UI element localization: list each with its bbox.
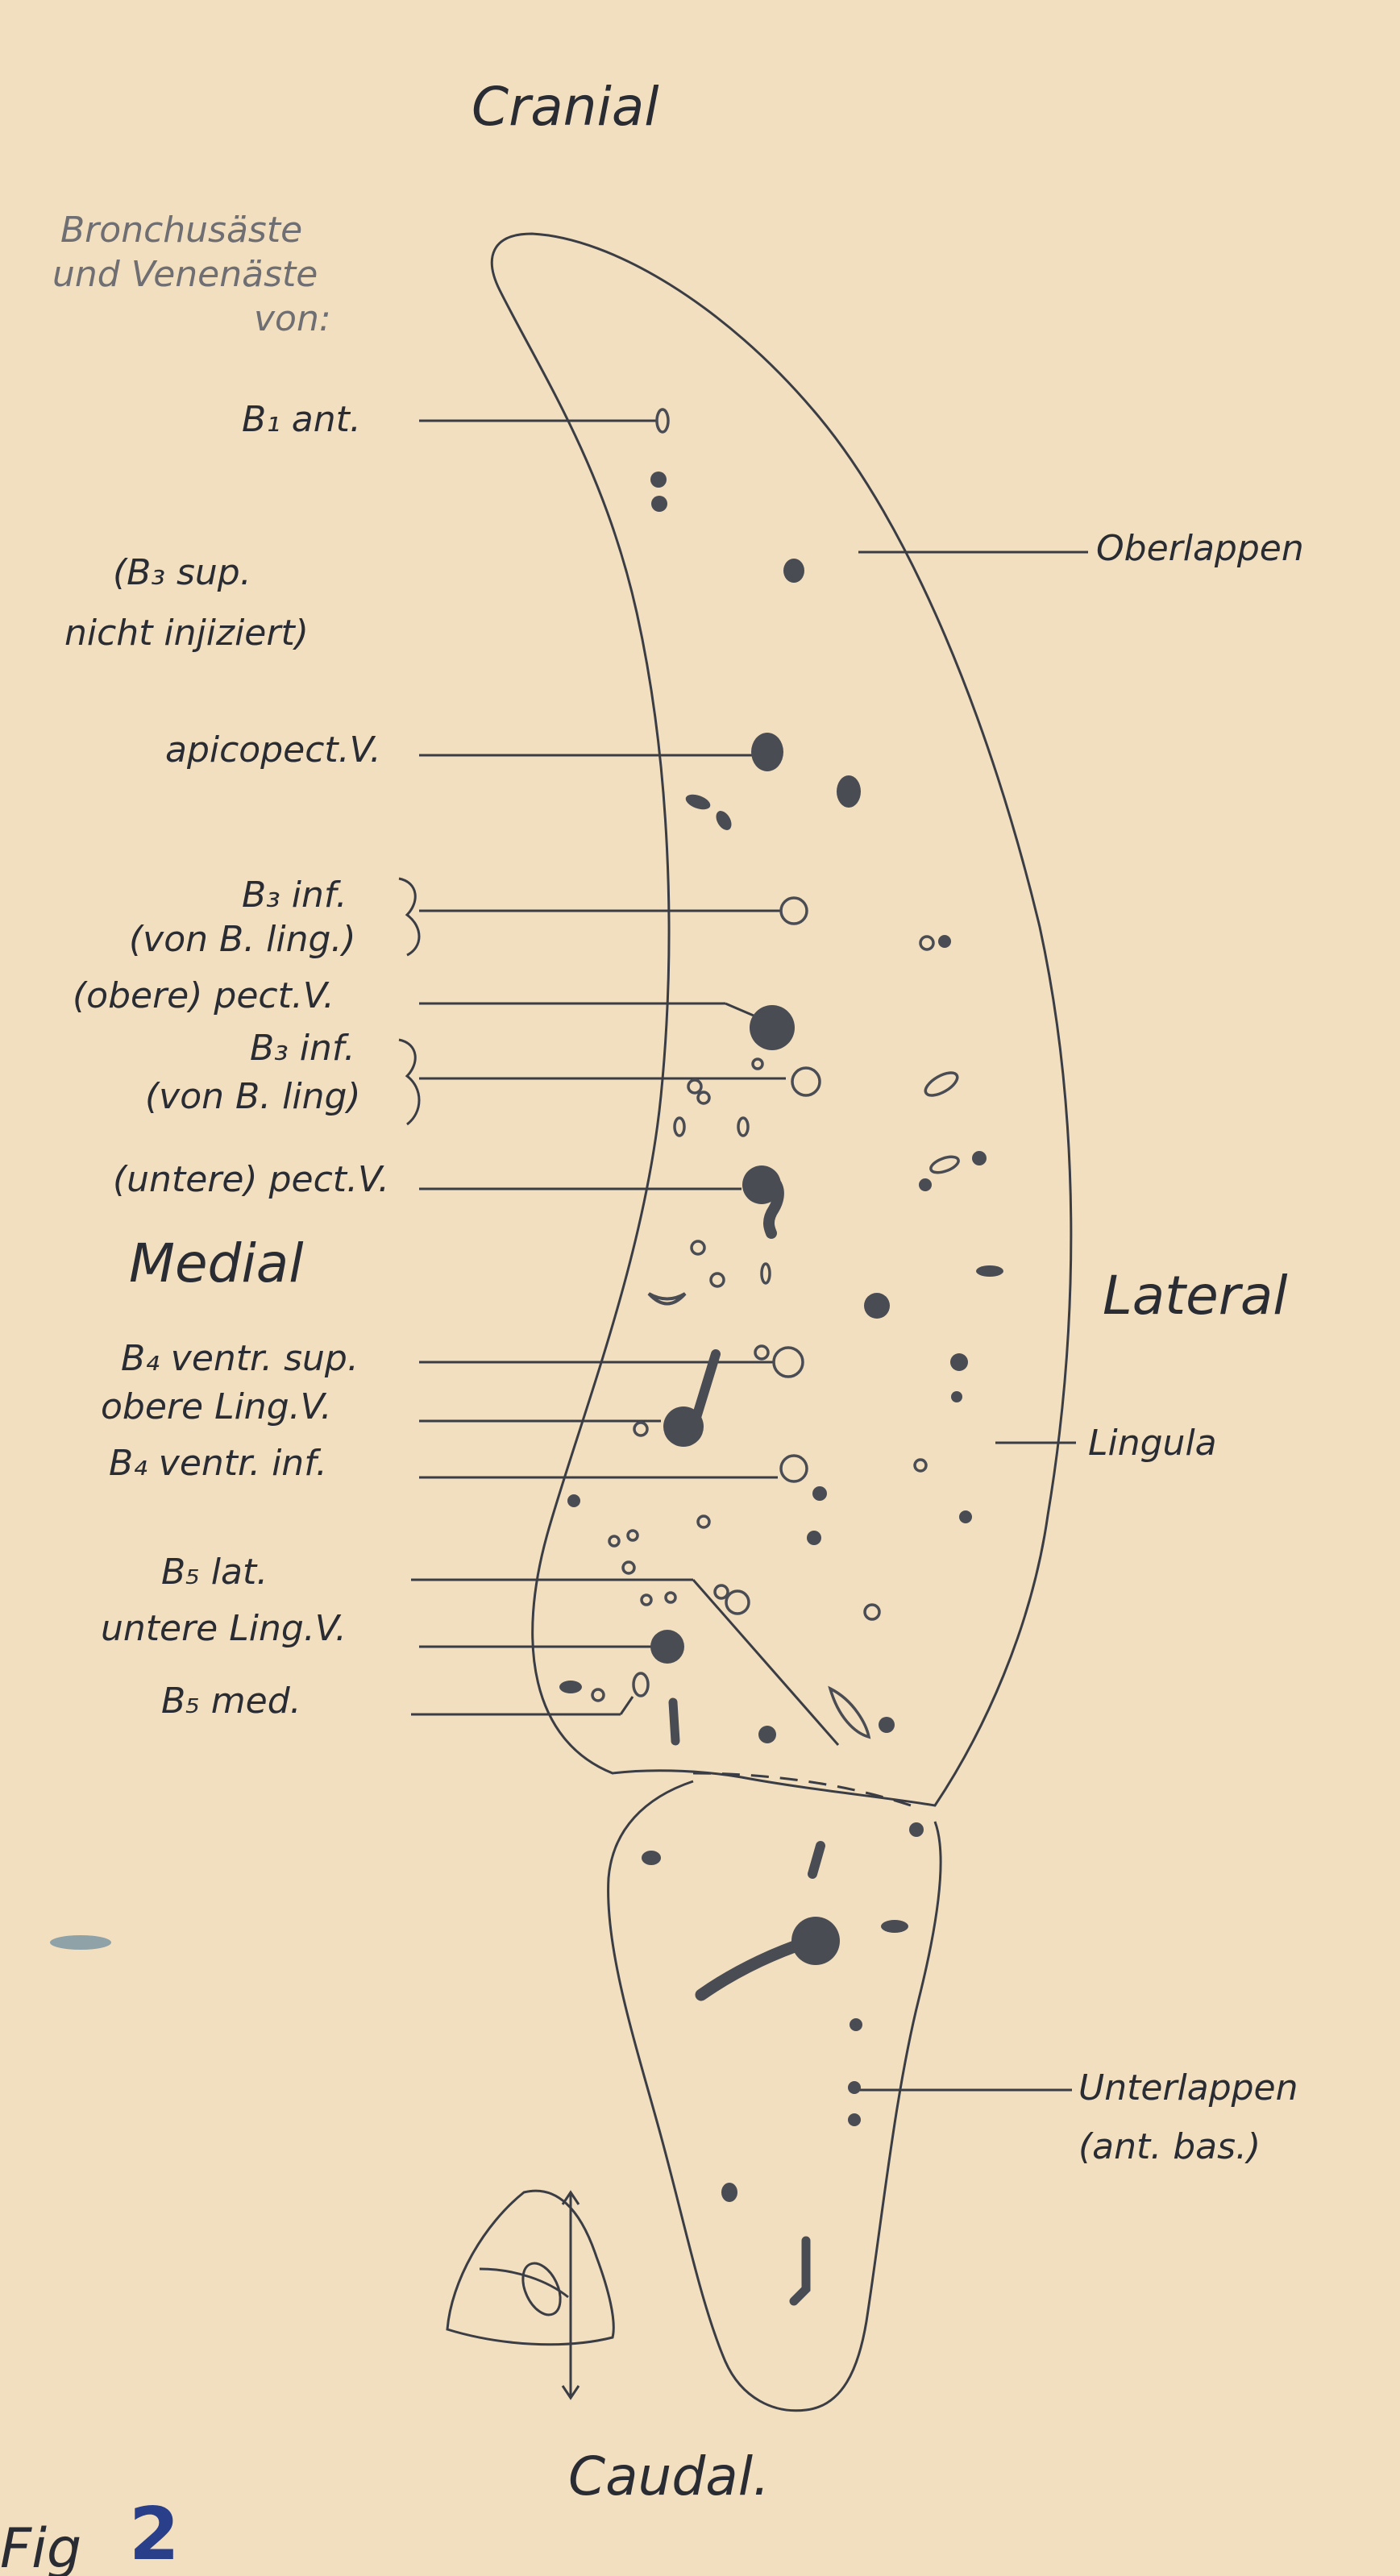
- label-b3-inf-a2: (von B. ling.): [129, 919, 356, 960]
- label-unterlappen-1: Unterlappen: [1078, 2067, 1298, 2109]
- label-b3-inf-b1: B₃ inf.: [250, 1028, 355, 1069]
- ink-smudge: [50, 1935, 111, 1950]
- orientation-inset-sketch: [446, 2189, 615, 2400]
- fissure-dashed-line: [692, 1772, 912, 1807]
- header-line-1: Bronchusäste: [60, 210, 302, 251]
- label-oberlappen: Oberlappen: [1096, 528, 1304, 569]
- label-untere-ling: untere Ling.V.: [101, 1608, 347, 1649]
- vessel-cross-sections: [559, 408, 1003, 2306]
- header-line-2: und Venenäste: [52, 254, 318, 295]
- label-lateral: Lateral: [1103, 1265, 1288, 1327]
- label-b5-lat: B₅ lat.: [161, 1552, 268, 1593]
- bracket-b3-inf-a: [398, 877, 421, 957]
- title-cranial: Cranial: [472, 76, 659, 138]
- label-b3-sup-2: nicht injiziert): [64, 613, 309, 654]
- label-medial: Medial: [129, 1232, 304, 1294]
- label-unterlappen-2: (ant. bas.): [1078, 2126, 1261, 2167]
- right-leader-lines: [850, 551, 1088, 2092]
- label-b4-ventr-sup: B₄ ventr. sup.: [121, 1338, 359, 1379]
- label-b4-ventr-inf: B₄ ventr. inf.: [109, 1443, 327, 1484]
- fig-label: Fig: [0, 2517, 81, 2576]
- label-b3-sup-1: (B₃ sup.: [113, 552, 251, 593]
- label-apicopect: apicopect.V.: [165, 729, 381, 771]
- title-caudal: Caudal.: [568, 2445, 770, 2507]
- label-b3-inf-a1: B₃ inf.: [242, 875, 347, 916]
- bracket-b3-inf-b: [398, 1038, 421, 1126]
- fig-number: 2: [129, 2492, 180, 2576]
- upper-lobe-outline: [490, 232, 1073, 1807]
- label-obere-ling: obere Ling.V.: [101, 1386, 332, 1427]
- left-leader-lines: [411, 419, 840, 1746]
- label-obere-pect: (obere) pect.V.: [73, 975, 334, 1016]
- label-b1-ant: B₁ ant.: [242, 399, 361, 440]
- label-untere-pect: (untere) pect.V.: [113, 1159, 389, 1200]
- label-lingula: Lingula: [1088, 1423, 1217, 1464]
- header-line-3: von:: [254, 298, 331, 339]
- label-b5-med: B₅ med.: [161, 1681, 301, 1722]
- lower-lobe-outline: [607, 1780, 942, 2412]
- label-b3-inf-b2: (von B. ling): [145, 1076, 361, 1117]
